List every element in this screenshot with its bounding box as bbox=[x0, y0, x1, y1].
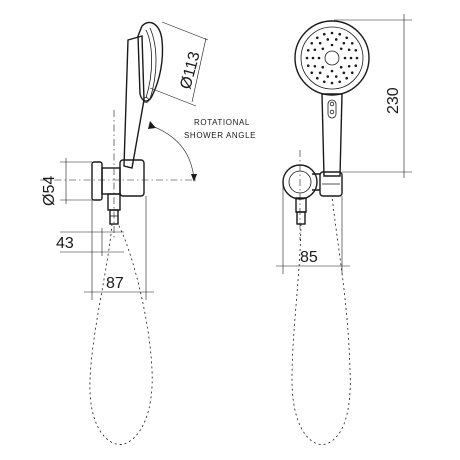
spray-nozzle bbox=[347, 64, 351, 68]
spray-nozzle bbox=[321, 47, 325, 51]
dim-bracket-diameter: Ø54 bbox=[41, 176, 58, 206]
spray-nozzles bbox=[305, 31, 359, 85]
spray-nozzle bbox=[313, 48, 317, 52]
front-holder bbox=[319, 171, 343, 197]
spray-nozzle bbox=[318, 71, 322, 75]
spray-nozzle bbox=[342, 71, 346, 75]
spray-nozzle bbox=[347, 48, 351, 52]
dim-front-width: 85 bbox=[300, 249, 318, 266]
spray-nozzle bbox=[345, 76, 348, 80]
front-handle bbox=[321, 93, 343, 177]
spray-nozzle bbox=[354, 48, 358, 52]
spray-nozzle bbox=[316, 36, 319, 40]
front-outlet bbox=[295, 197, 307, 213]
side-shower-head bbox=[137, 21, 164, 102]
spray-nozzle bbox=[313, 64, 317, 68]
spray-nozzle bbox=[316, 76, 319, 80]
spray-nozzle bbox=[355, 56, 359, 60]
spray-nozzle bbox=[317, 56, 321, 60]
spray-nozzle bbox=[334, 75, 338, 78]
dim-head-diameter: Ø113 bbox=[177, 50, 203, 91]
spray-nozzle bbox=[343, 56, 347, 60]
dim-side-depth: 87 bbox=[106, 275, 124, 292]
spray-nozzle bbox=[334, 38, 338, 41]
spray-nozzle bbox=[345, 36, 348, 40]
spray-nozzle bbox=[322, 32, 326, 36]
spray-nozzle bbox=[330, 43, 334, 47]
spray-nozzle bbox=[326, 38, 330, 41]
front-hose bbox=[291, 195, 351, 445]
spray-nozzle bbox=[350, 42, 354, 45]
side-view bbox=[40, 21, 209, 445]
spray-nozzle bbox=[318, 41, 322, 45]
annotation-rotational: ROTATIONAL bbox=[194, 118, 250, 127]
spray-nozzle bbox=[338, 80, 342, 84]
spray-nozzle bbox=[339, 65, 343, 69]
spray-nozzle bbox=[349, 56, 353, 60]
annotation-shower-angle: SHOWER ANGLE bbox=[184, 131, 256, 140]
spray-nozzle bbox=[330, 69, 334, 73]
front-shower-head bbox=[294, 20, 370, 96]
spray-nozzle bbox=[354, 64, 358, 68]
rotation-arc bbox=[151, 125, 195, 181]
spray-nozzle bbox=[326, 75, 330, 78]
spray-nozzle bbox=[306, 48, 310, 52]
spray-nozzle bbox=[338, 32, 342, 36]
front-view bbox=[276, 14, 412, 445]
dim-height: 230 bbox=[385, 87, 402, 114]
spray-nozzle bbox=[305, 56, 309, 60]
spray-nozzle bbox=[306, 64, 310, 68]
dim-outlet-offset: 43 bbox=[56, 235, 74, 252]
spray-nozzle bbox=[339, 47, 343, 51]
spray-nozzle bbox=[310, 42, 314, 45]
spray-nozzle bbox=[330, 81, 334, 85]
side-handle bbox=[123, 35, 145, 169]
spray-nozzle bbox=[350, 71, 354, 74]
spray-nozzle bbox=[310, 71, 314, 74]
side-hose bbox=[89, 223, 153, 445]
side-wall-bracket bbox=[91, 161, 103, 201]
spray-nozzle bbox=[330, 31, 334, 35]
spray-nozzle bbox=[342, 41, 346, 45]
spray-nozzle bbox=[322, 80, 326, 84]
spray-nozzle bbox=[321, 65, 325, 69]
spray-nozzle bbox=[311, 56, 315, 60]
